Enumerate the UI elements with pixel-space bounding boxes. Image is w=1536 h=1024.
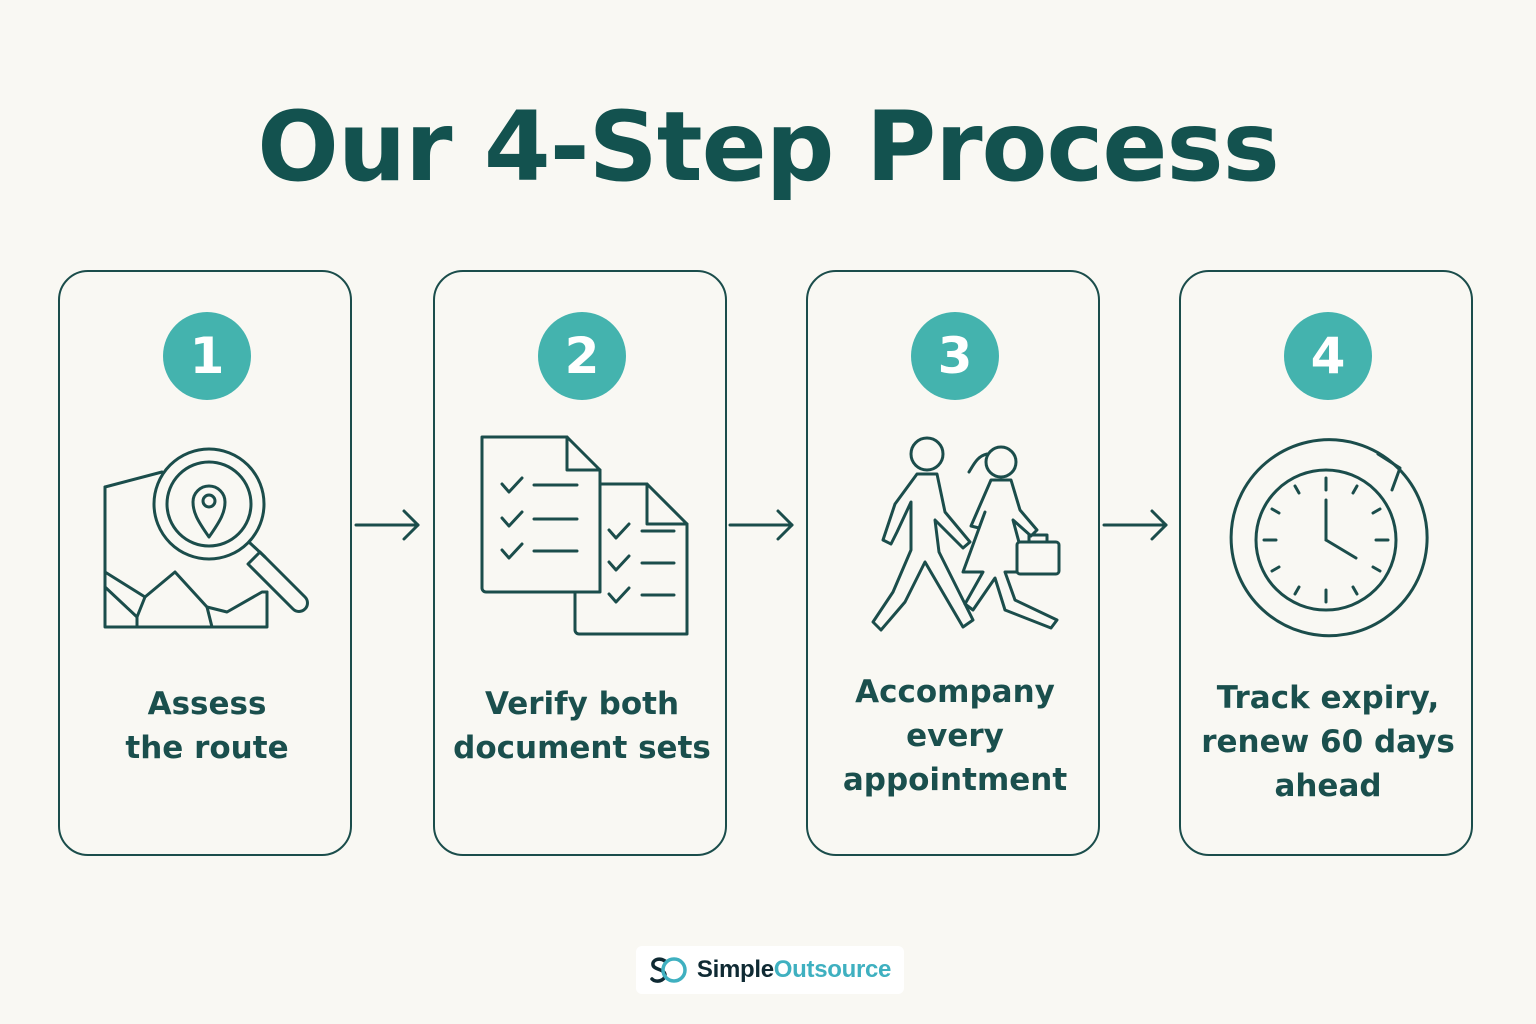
step-card-2: 2 Verify both document sets [433,270,727,856]
clock-renew-icon [1218,432,1438,642]
brand-footer: SimpleOutsource [636,946,904,994]
brand-name-part2: Outsource [773,956,892,983]
step-number-badge: 1 [163,312,251,400]
map-magnifier-icon [97,432,317,642]
step-card-3: 3 Accompany every appointment [806,270,1100,856]
simpleoutsource-logo-icon [649,955,689,985]
documents-checklist-icon [472,432,692,642]
arrow-right-icon [728,505,798,545]
step-label: Assess the route [125,686,289,766]
brand-name: SimpleOutsource [696,956,892,984]
people-walking-icon [845,432,1065,642]
brand-name-part1: Simple [696,956,774,983]
step-number-badge: 3 [911,312,999,400]
step-card-4: 4 Track expiry, renew 60 days ahead [1179,270,1473,856]
step-label: Verify both document sets [453,686,711,766]
page-title: Our 4-Step Process [257,91,1280,203]
step-number-badge: 2 [538,312,626,400]
step-number-badge: 4 [1284,312,1372,400]
step-label: Accompany every appointment [842,674,1068,798]
arrow-right-icon [1102,505,1172,545]
step-label: Track expiry, renew 60 days ahead [1201,680,1455,804]
arrow-right-icon [354,505,424,545]
step-card-1: 1 Assess the route [58,270,352,856]
